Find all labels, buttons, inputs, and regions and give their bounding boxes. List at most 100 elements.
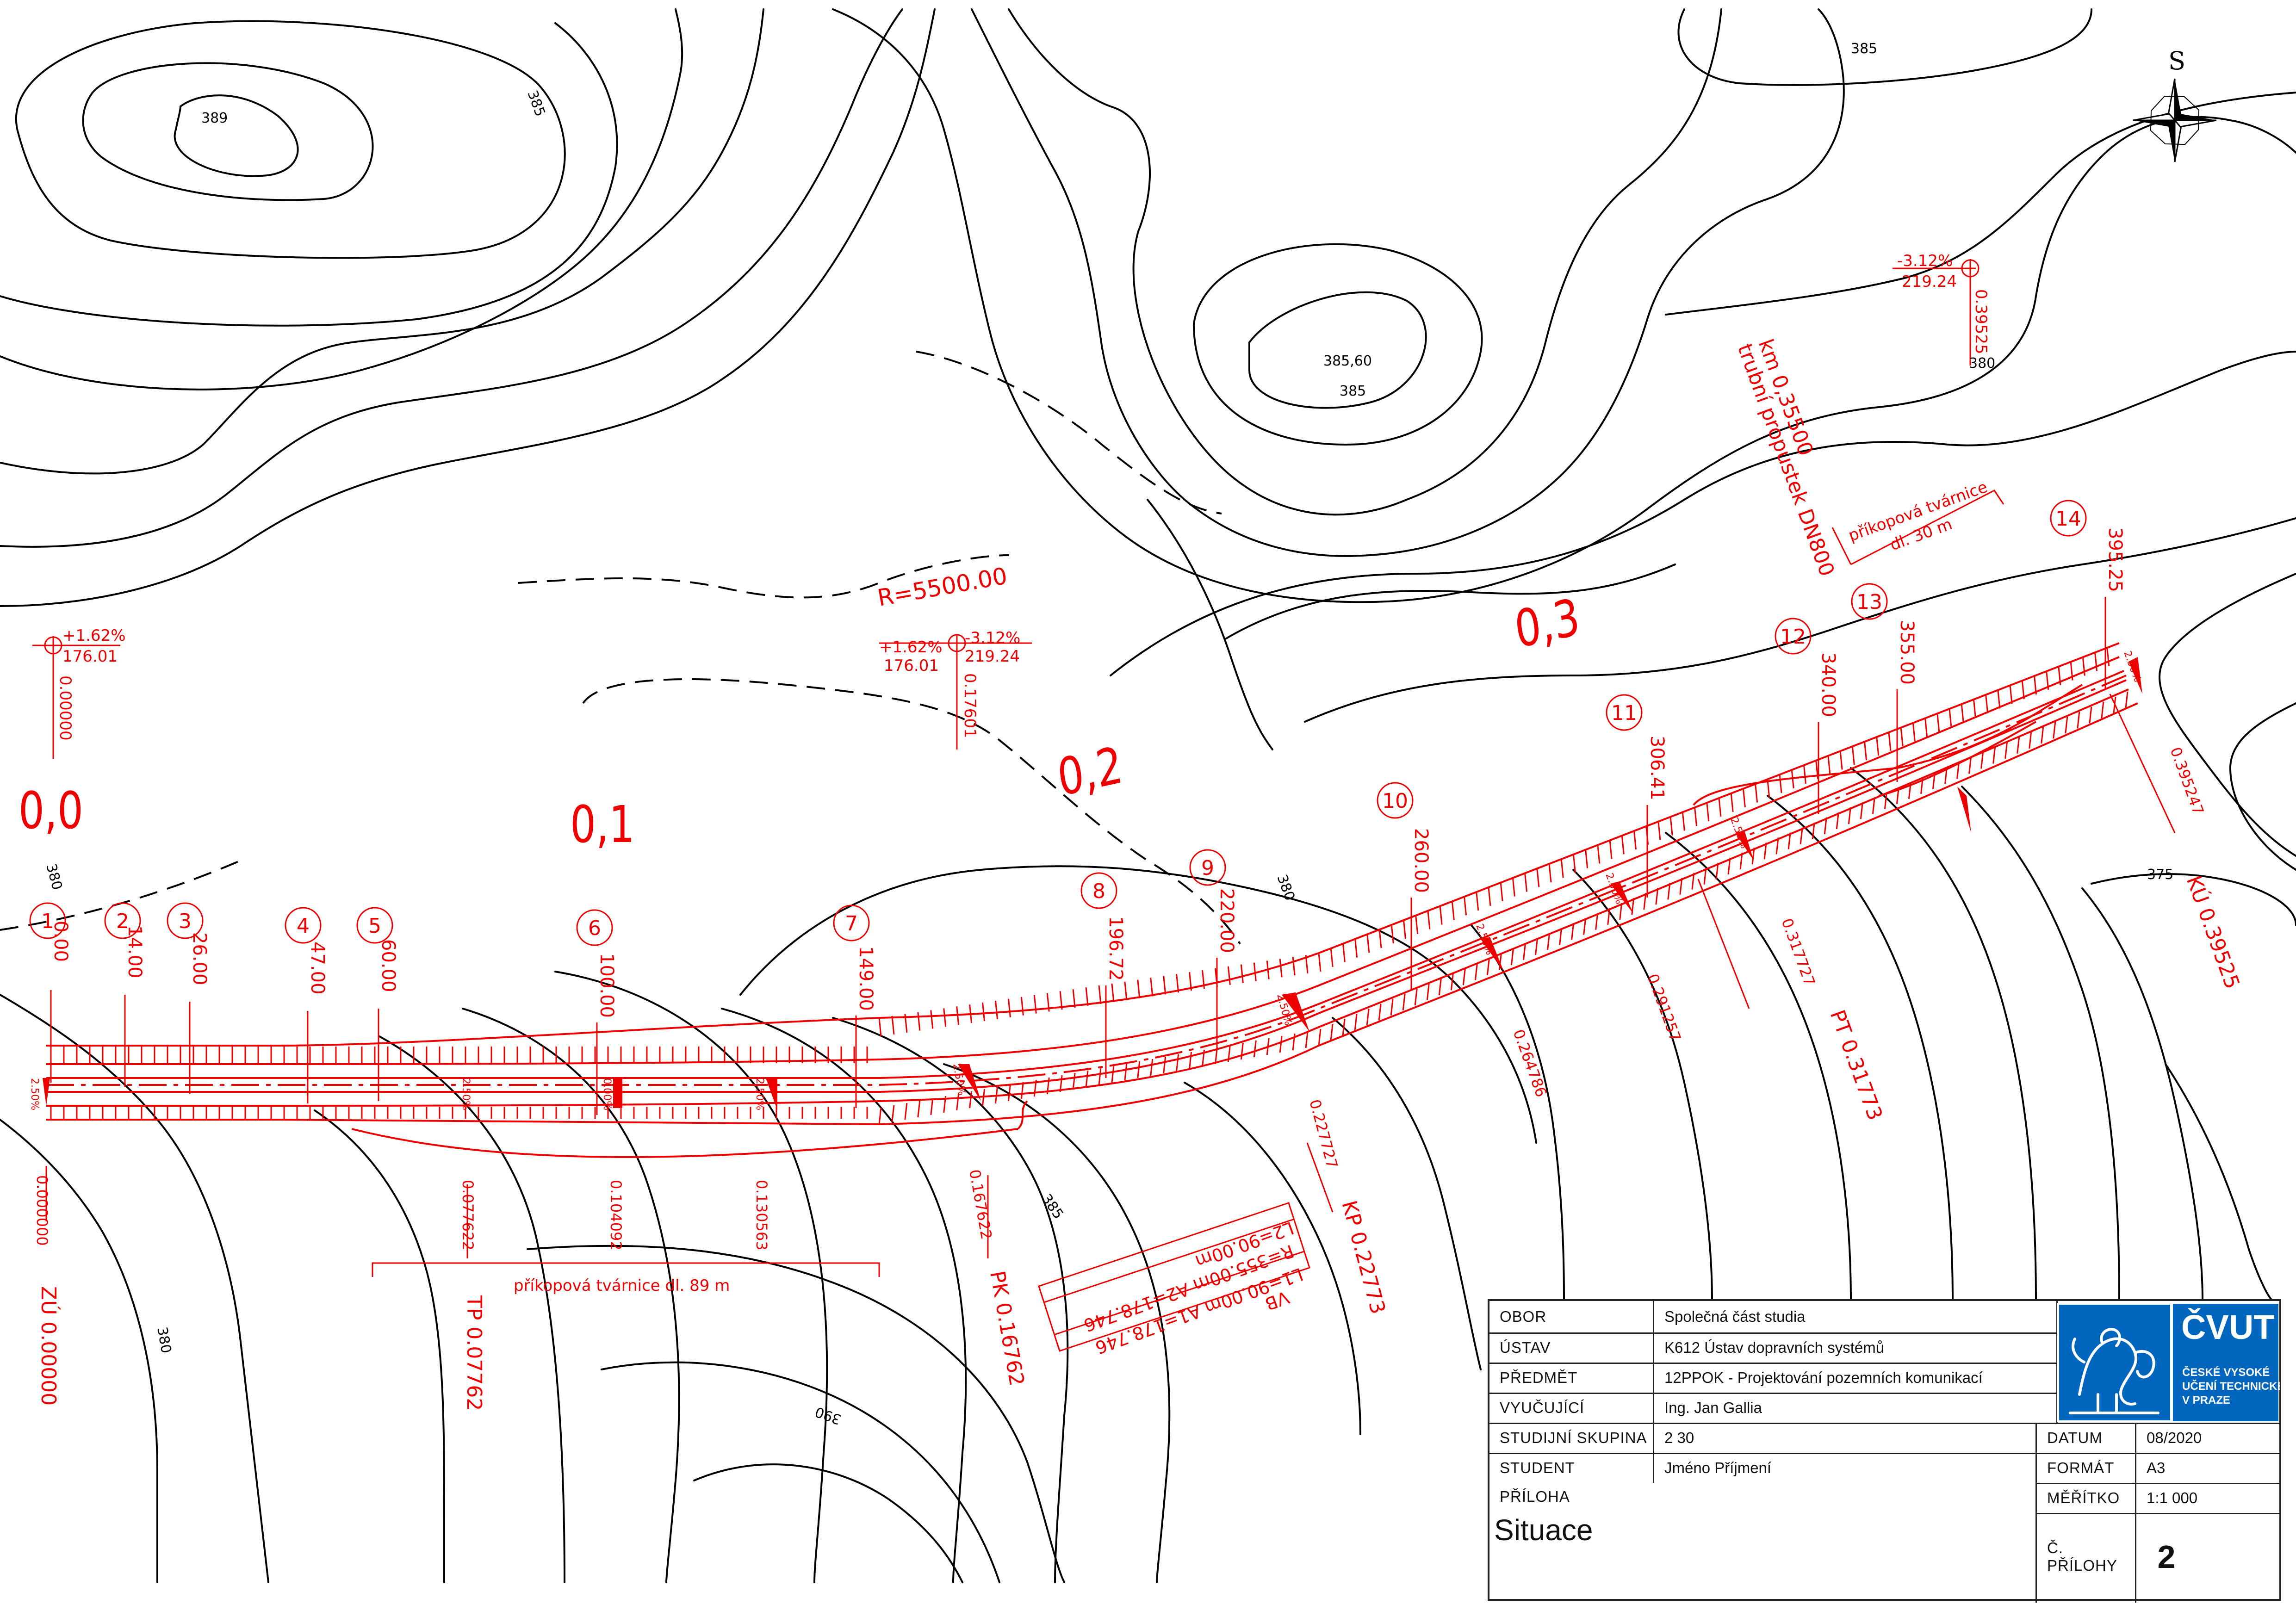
hatch-tick xyxy=(1667,883,1671,900)
hatch-tick xyxy=(1292,957,1296,976)
priloha-label: PŘÍLOHA xyxy=(1500,1487,1570,1505)
grade-left: +1.62% xyxy=(879,638,943,657)
hatch-tick xyxy=(994,1000,998,1020)
hatch-tick xyxy=(1585,849,1589,868)
hatch-tick xyxy=(1318,1028,1322,1046)
profile-number: 3 xyxy=(179,910,192,933)
road-design xyxy=(46,642,2138,1158)
point-station: 0.130563 xyxy=(753,1180,770,1251)
hatch-tick xyxy=(1572,854,1576,873)
profile-station: 0.00 xyxy=(50,921,71,962)
hatch-tick xyxy=(1691,873,1695,890)
row-label-predmet: PŘEDMĚT xyxy=(1500,1369,1578,1386)
hatch-tick xyxy=(2021,681,2025,700)
hatch-tick xyxy=(1536,868,1540,887)
hatch-tick xyxy=(1202,1049,1205,1067)
hatch-tick xyxy=(1366,934,1370,953)
hatch-tick xyxy=(1595,913,1599,930)
hatch-tick xyxy=(1124,1063,1128,1081)
hatch-tick xyxy=(1669,817,1673,836)
hatch-tick xyxy=(1547,933,1551,950)
hatch-tick xyxy=(1621,836,1625,855)
row-value-obor: Společná část studia xyxy=(1664,1308,1806,1325)
cislo-prilohy-label: Č. PŘÍLOHY xyxy=(2047,1539,2117,1574)
hatch-tick xyxy=(1007,1084,1011,1102)
hatch-tick xyxy=(1812,822,1815,839)
point-station: 0.167622 xyxy=(966,1168,995,1241)
profile-circle xyxy=(167,902,204,939)
profile-circle xyxy=(1377,782,1414,819)
hatch-tick xyxy=(1755,784,1758,803)
hatch-tick xyxy=(1342,943,1346,962)
contour-label: 380 xyxy=(1273,873,1297,903)
hatch-tick xyxy=(1932,772,1936,789)
hatch-tick xyxy=(1706,803,1710,822)
hatch-tick xyxy=(1330,948,1334,967)
profile-circle xyxy=(2050,500,2087,537)
hatch-tick xyxy=(1253,1040,1257,1058)
hatch-tick xyxy=(1619,903,1623,920)
elevation-right: 219.24 xyxy=(965,647,1020,666)
meritko-label: MĚŘÍTKO xyxy=(2047,1489,2120,1506)
hatch-tick xyxy=(1944,767,1948,784)
hatch-tick xyxy=(917,1012,921,1031)
contour-label: 390 xyxy=(813,1403,844,1427)
contour-label: 385 xyxy=(1340,383,1366,399)
hatch-tick xyxy=(1997,690,2001,709)
hatch-tick xyxy=(904,1103,908,1120)
hatch-tick xyxy=(1498,953,1502,970)
hatch-tick xyxy=(1609,840,1613,859)
hatch-tick xyxy=(1727,857,1731,875)
logo-name: ČVUT xyxy=(2181,1308,2274,1346)
hatch-tick xyxy=(1111,1065,1115,1083)
hatch-tick xyxy=(982,1089,986,1106)
hatch-tick xyxy=(1510,948,1514,966)
hatch-tick xyxy=(2004,742,2008,759)
hatch-tick xyxy=(1936,713,1940,732)
hatch-tick xyxy=(1512,878,1515,897)
chainage-km: 0,1 xyxy=(570,796,635,855)
hatch-tick xyxy=(1176,974,1179,993)
hatch-tick xyxy=(1366,1009,1370,1026)
hatch-tick xyxy=(1462,968,1466,985)
point-station: 0.317727 xyxy=(1778,916,1818,988)
hatch-tick xyxy=(1059,1075,1063,1092)
contour-label: 389 xyxy=(201,110,228,126)
hatch-tick xyxy=(1189,972,1192,991)
profile-number: 12 xyxy=(1780,625,1806,649)
profile-circle xyxy=(1606,694,1643,731)
elevation: 176.01 xyxy=(884,657,939,675)
cislo-prilohy-value: 2 xyxy=(2157,1539,2176,1575)
hatch-tick xyxy=(956,1093,960,1111)
hatch-tick xyxy=(1896,787,1899,804)
hatch-tick xyxy=(1548,863,1552,883)
grade-right: -3.12% xyxy=(965,629,1020,647)
hatch-tick xyxy=(891,1105,895,1122)
hatch-tick xyxy=(994,1086,998,1104)
contour-label: 380 xyxy=(154,1326,174,1354)
hatch-tick xyxy=(943,1008,947,1027)
contour-lines xyxy=(0,8,2296,1583)
hatch-tick xyxy=(2070,662,2073,681)
hatch-tick xyxy=(1176,1054,1179,1072)
hatch-tick xyxy=(1924,718,1928,737)
hatch-tick xyxy=(1415,915,1419,934)
hatch-tick xyxy=(1643,893,1647,910)
hatch-tick xyxy=(1137,1061,1141,1078)
cross-slope: 2.50% xyxy=(29,1078,40,1110)
hatch-tick xyxy=(904,1014,908,1033)
hatch-tick xyxy=(2017,737,2020,754)
hatch-tick xyxy=(2082,657,2085,676)
hatch-tick xyxy=(2053,722,2056,739)
hatch-tick xyxy=(1872,797,1875,814)
hatch-tick xyxy=(891,1016,895,1035)
hatch-tick xyxy=(1948,708,1952,728)
chainage-km: 0,2 xyxy=(1054,736,1126,808)
hatch-tick xyxy=(1739,852,1743,870)
profile-station: 260.00 xyxy=(1410,828,1432,893)
profile-circle xyxy=(356,907,393,944)
row-label-vyucujici: VYUČUJÍCÍ xyxy=(1500,1399,1585,1416)
hatch-tick xyxy=(1779,774,1782,793)
hatch-tick xyxy=(1330,1023,1334,1041)
profile-station: 60.00 xyxy=(378,939,399,992)
